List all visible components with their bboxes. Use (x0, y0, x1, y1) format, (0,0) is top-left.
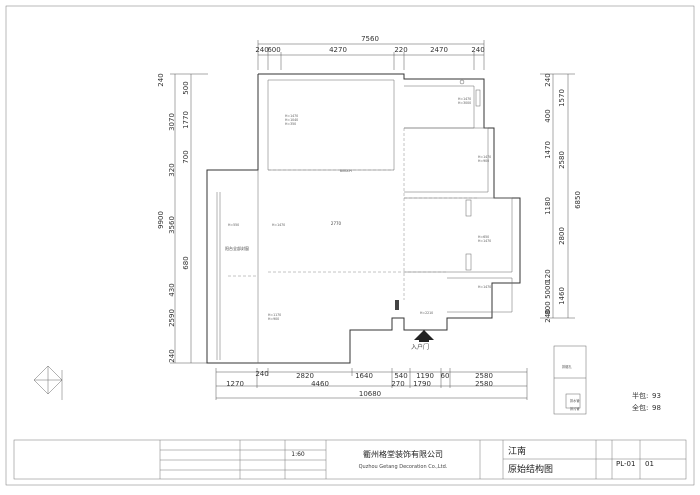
company-name-cn: 衢州格堂装饰有限公司 (363, 449, 443, 459)
right-dim-11: 240 (544, 309, 552, 322)
bottom-dim-r2-1: 4460 (311, 380, 329, 388)
left-overall-dim: 9900 (157, 211, 165, 229)
right-dim-9: 800 (544, 301, 552, 314)
annotation-a9: H=550 (228, 223, 239, 227)
left-dim-8: 430 (168, 283, 176, 296)
room-labels: 2770 阳台全部封窗 入户门 (225, 221, 429, 351)
inset-label-0: 排烟孔 (562, 364, 572, 369)
full-pack-label: 全包: (632, 403, 648, 412)
left-dim-5: 320 (168, 163, 176, 176)
left-dim-4: 700 (182, 150, 190, 163)
inset-label-2: 排污管 (570, 406, 580, 411)
annotation-a11: H=650 (478, 235, 489, 239)
bottom-dim-r2-4: 2580 (475, 380, 493, 388)
annotation-a13: H=1470 (478, 285, 491, 289)
left-dim-7: 680 (182, 256, 190, 269)
right-dim-1: 1570 (558, 89, 566, 107)
right-dimensions: 6850 240 1570 400 1470 2580 1180 2800 12… (540, 73, 582, 323)
project-name: 江南 (508, 445, 526, 457)
floor-plan-walls (206, 73, 521, 364)
main-width-label: 2770 (331, 221, 342, 226)
annotation-a6: H=1470 (478, 155, 491, 159)
bottom-dim-r2-0: 1270 (226, 380, 244, 388)
top-overall-dim: 7560 (361, 35, 379, 43)
bottom-dim-r2-2: 270 (391, 380, 404, 388)
top-dim-2: 600 (267, 46, 280, 54)
right-dim-5: 1180 (544, 197, 552, 215)
bottom-dim-4: 1190 (416, 372, 434, 380)
bottom-dim-3: 540 (394, 372, 407, 380)
left-dim-9: 2590 (168, 309, 176, 327)
side-window-label: 阳台全部封窗 (225, 245, 249, 251)
title-block: 衢州格堂装饰有限公司 Quzhou Getang Decoration Co.,… (13, 439, 687, 480)
annotation-a12: H=1470 (478, 239, 491, 243)
right-dim-4: 2580 (558, 151, 566, 169)
compass-icon (33, 365, 63, 400)
entrance-label: 入户门 (411, 343, 429, 351)
scale-value: 1:60 (291, 451, 305, 458)
left-dim-6: 3560 (168, 216, 176, 234)
top-dim-3: 4270 (329, 46, 347, 54)
left-dim-2: 1770 (182, 111, 190, 129)
half-pack-value: 93 (652, 392, 661, 400)
annotation-a3: H=1470 (285, 114, 298, 118)
annotation-a8: 800X-H (340, 169, 352, 173)
left-dim-3: 3070 (168, 113, 176, 131)
full-pack-value: 98 (652, 404, 661, 412)
bottom-dim-2: 1640 (355, 372, 373, 380)
half-pack-label: 半包: (632, 391, 648, 400)
bottom-dim-1: 2820 (296, 372, 314, 380)
top-dimensions: 7560 240 600 4270 220 2470 240 (255, 35, 485, 70)
bottom-dimensions: 240 2820 1640 540 1190 60 2580 1270 4460… (215, 368, 528, 400)
annotation-a16: H=2210 (420, 311, 433, 315)
right-dim-2: 400 (544, 109, 552, 122)
right-dim-6: 2800 (558, 227, 566, 245)
inset-label-1: 排水管 (570, 398, 580, 403)
annotations: H=1470 H=3000 H=1470 H=1040 H=350 H=1470… (228, 97, 491, 321)
stats: 半包: 93 全包: 98 (632, 391, 661, 412)
annotation-a15: H=900 (268, 317, 279, 321)
left-dim-0: 240 (157, 73, 165, 86)
annotation-a5: H=350 (285, 122, 296, 126)
annotation-a1: H=1470 (458, 97, 471, 101)
annotation-a10: H=1470 (272, 223, 285, 227)
right-dim-8: 1460 (558, 287, 566, 305)
annotation-a4: H=1040 (285, 118, 298, 122)
left-dim-10: 240 (168, 349, 176, 362)
annotation-a14: H=1170 (268, 313, 281, 317)
bottom-dim-5: 60 (441, 372, 450, 380)
page-number: 01 (645, 460, 654, 468)
right-dim-7: 120 (544, 269, 552, 282)
right-dim-0: 240 (544, 73, 552, 86)
drawing-number: PL-01 (616, 460, 635, 468)
left-dimensions: 9900 240 500 1770 3070 700 320 3560 680 … (157, 73, 208, 364)
sheet-frame (5, 5, 695, 486)
top-dim-4: 220 (394, 46, 407, 54)
annotation-a2: H=3000 (458, 101, 471, 105)
left-dim-1: 500 (182, 81, 190, 94)
right-dim-3: 1470 (544, 141, 552, 159)
right-overall-dim: 6850 (574, 191, 582, 209)
top-dim-5: 2470 (430, 46, 448, 54)
bottom-dim-6: 2580 (475, 372, 493, 380)
bottom-overall-dim: 10680 (359, 390, 381, 398)
bottom-dim-0: 240 (255, 370, 268, 378)
right-dim-10: 5000 (544, 281, 552, 299)
drawing-name: 原始结构图 (508, 463, 553, 475)
inset-detail: 排烟孔 排水管 排污管 (553, 345, 587, 415)
entrance-arrow-icon (414, 330, 434, 342)
bottom-dim-r2-3: 1790 (413, 380, 431, 388)
annotation-a7: H=900 (478, 159, 489, 163)
top-dim-1: 240 (255, 46, 268, 54)
company-name-en: Quzhou Getang Decoration Co.,Ltd. (359, 464, 448, 470)
top-dim-6: 240 (471, 46, 484, 54)
